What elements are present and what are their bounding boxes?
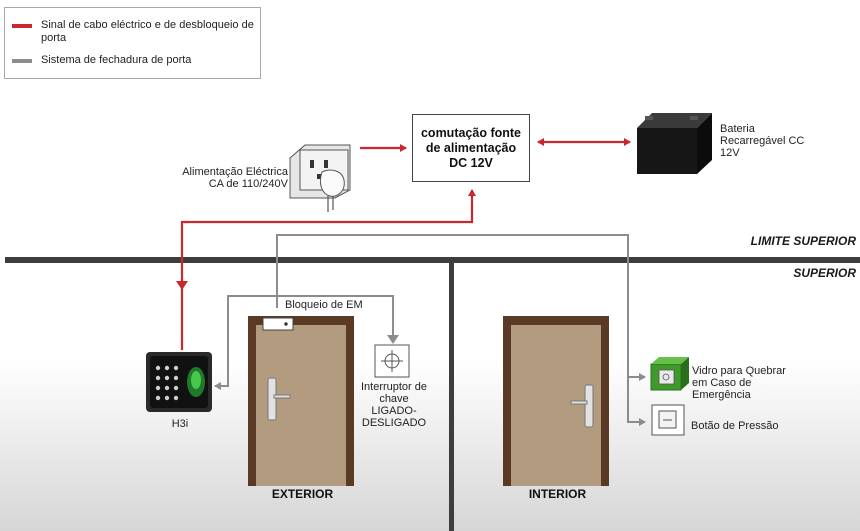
battery-label-line3: 12V — [720, 147, 740, 159]
break-glass-label: Vidro para Quebrar em Caso de Emergência — [692, 365, 802, 401]
break-glass-label-line1: Vidro para Quebrar — [692, 365, 786, 377]
h3i-reader-icon — [146, 352, 212, 412]
ac-power-label-line2: CA de 110/240V — [208, 178, 288, 190]
upper-limit-label: LIMITE SUPERIOR — [750, 234, 856, 248]
exterior-door-handle-icon — [267, 377, 277, 421]
ac-power-label: Alimentação Eléctrica CA de 110/240V — [158, 166, 288, 190]
lock-to-pushbutton-line — [276, 234, 646, 426]
break-glass-label-line2: em Caso de — [692, 377, 752, 389]
switch-label-line3: DESLIGADO — [361, 417, 427, 429]
switch-label-line1: Interruptor de — [360, 381, 428, 393]
em-lock-label: Bloqueio de EM — [285, 299, 363, 311]
push-button-label: Botão de Pressão — [691, 420, 779, 432]
legend-label-signal: Sinal de cabo eléctrico e de desbloqueio… — [41, 19, 254, 44]
exterior-caption: EXTERIOR — [271, 487, 334, 501]
upper-label: SUPERIOR — [793, 266, 856, 280]
battery-label-line1: Bateria — [720, 123, 755, 135]
battery-icon — [637, 113, 712, 174]
signal-wiring — [176, 138, 631, 350]
legend-swatch-lock — [12, 59, 32, 63]
legend-label-lock: Sistema de fechadura de porta — [41, 54, 192, 66]
reader-label: H3i — [171, 418, 189, 430]
signal-arrow-down — [176, 281, 188, 290]
ceiling-line — [5, 257, 860, 263]
exterior-door — [248, 316, 354, 486]
key-switch-icon — [374, 344, 410, 378]
power-supply-label: comutação fonte de alimentação DC 12V — [420, 125, 521, 170]
dividing-wall — [449, 263, 454, 531]
legend-swatch-signal — [12, 24, 32, 28]
em-lock-icon — [262, 317, 294, 331]
interior-caption: INTERIOR — [528, 487, 587, 501]
battery-label-line2: Recarregável CC — [720, 135, 805, 147]
switch-label: Interruptor de chave LIGADO- DESLIGADO — [356, 381, 432, 429]
ac-power-label-line1: Alimentação Eléctrica — [182, 166, 288, 178]
switch-to-reader-line — [214, 295, 394, 390]
legend: Sinal de cabo eléctrico e de desbloqueio… — [4, 7, 261, 79]
break-glass-label-line3: Emergência — [692, 389, 751, 401]
interior-door — [503, 316, 609, 486]
switch-label-line2: chave LIGADO- — [371, 393, 417, 417]
power-supply-box: comutação fonte de alimentação DC 12V — [412, 114, 530, 182]
battery-label: Bateria Recarregável CC 12V — [720, 123, 830, 159]
floor-shading — [0, 360, 860, 531]
switch-arrow-down — [387, 335, 399, 344]
lock-wiring — [214, 234, 646, 426]
interior-door-handle-icon — [584, 384, 594, 428]
break-glass-icon — [650, 357, 689, 391]
push-button-icon — [651, 404, 685, 436]
ac-outlet-icon — [289, 144, 351, 212]
